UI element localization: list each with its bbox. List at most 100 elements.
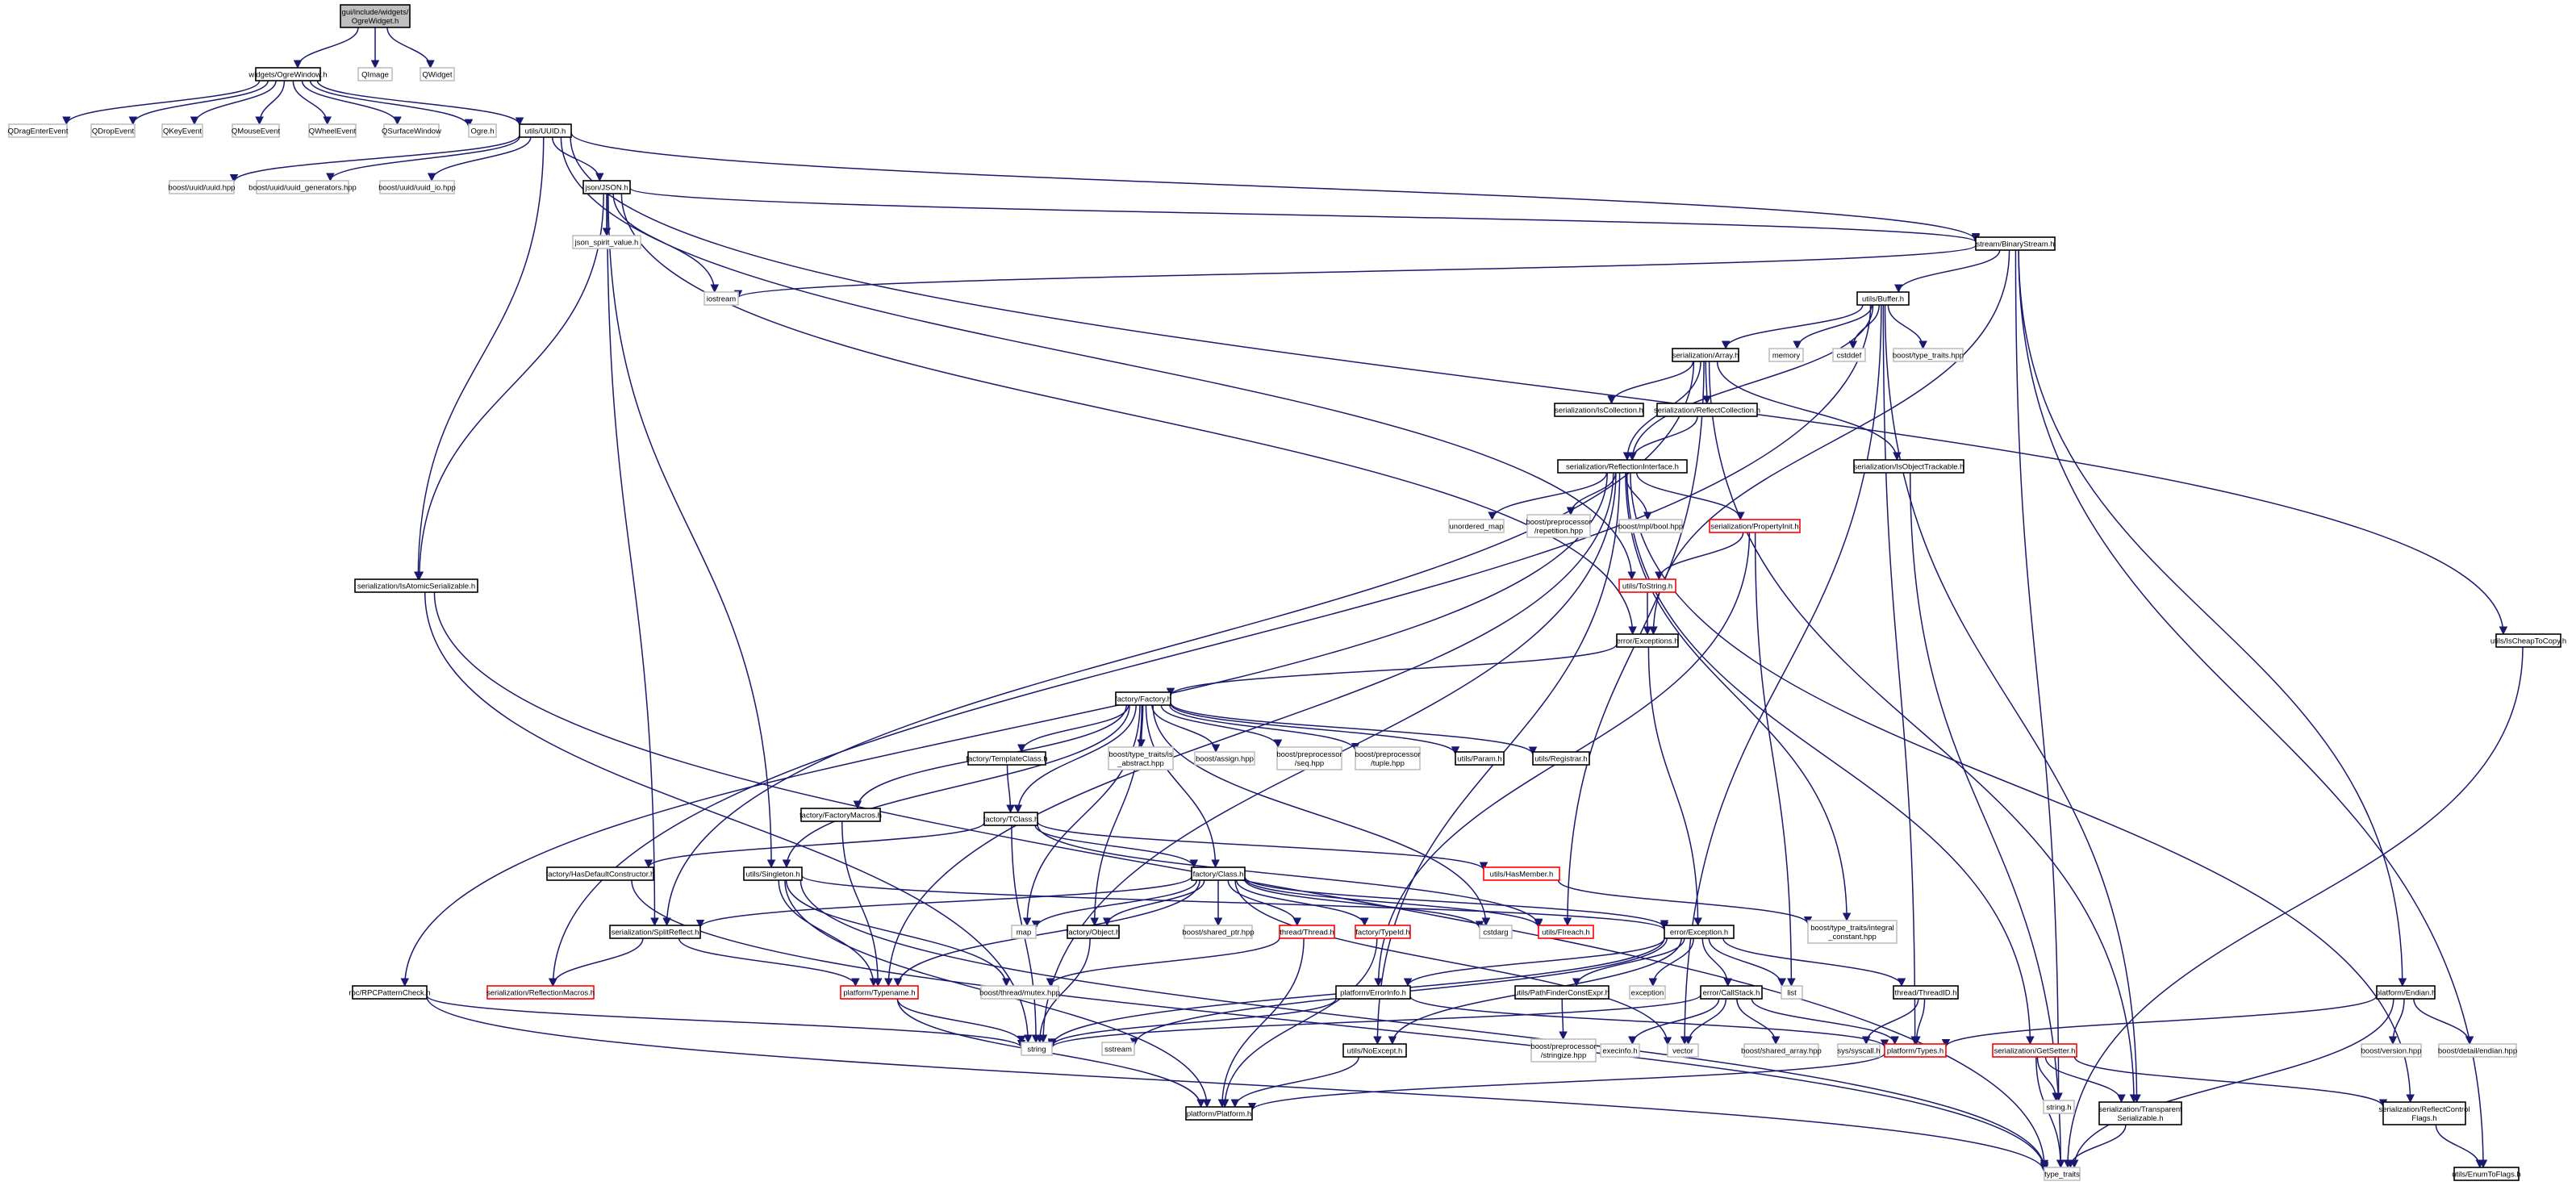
node-qwidget[interactable]: QWidget — [420, 67, 455, 81]
node-reflmacros[interactable]: serialization/ReflectionMacros.h — [486, 985, 595, 1000]
node-qsurface[interactable]: QSurfaceWindow — [382, 123, 441, 138]
node-bppseq[interactable]: boost/preprocessor/seq.hpp — [1276, 746, 1342, 770]
node-box — [2376, 985, 2436, 1000]
node-map[interactable]: map — [1011, 925, 1037, 939]
node-fobject[interactable]: factory/Object.h — [1067, 925, 1121, 939]
edge-binstream-to-errexc — [1649, 249, 2010, 636]
node-qkey[interactable]: QKeyEvent — [161, 123, 203, 138]
node-bsharedarray[interactable]: boost/shared_array.hpp — [1741, 1043, 1822, 1058]
node-getset[interactable]: serialization/GetSetter.h — [1992, 1043, 2077, 1058]
node-hasmember[interactable]: utils/HasMember.h — [1483, 866, 1560, 881]
node-syscall[interactable]: sys/syscall.h — [1837, 1043, 1881, 1058]
node-factory[interactable]: factory/Factory.h — [1115, 691, 1171, 706]
node-unorderedmap[interactable]: unordered_map — [1448, 519, 1505, 533]
node-qwheel[interactable]: QWheelEvent — [308, 123, 357, 138]
node-typename[interactable]: platform/Typename.h — [840, 985, 919, 1000]
node-noexcept[interactable]: utils/NoExcept.h — [1342, 1043, 1407, 1058]
node-bpprepeat[interactable]: boost/preprocessor/repetition.hpp — [1526, 514, 1592, 538]
node-sstream[interactable]: sstream — [1101, 1042, 1135, 1056]
node-bassign[interactable]: boost/assign.hpp — [1194, 751, 1255, 766]
node-templclass[interactable]: factory/TemplateClass.h — [966, 751, 1048, 766]
node-box — [1600, 1043, 1640, 1058]
node-cstdarg[interactable]: cstdarg — [1479, 925, 1513, 939]
node-box — [840, 985, 919, 1000]
node-tostring[interactable]: utils/ToString.h — [1618, 578, 1676, 593]
node-list[interactable]: list — [1781, 985, 1803, 1000]
node-uuid[interactable]: utils/UUID.h — [519, 123, 572, 138]
node-label: factory/HasDefaultConstructor.h — [546, 871, 655, 879]
node-srefliface[interactable]: serialization/ReflectionInterface.h — [1557, 459, 1688, 474]
node-string[interactable]: string — [1021, 1042, 1053, 1056]
node-btypetraits[interactable]: boost/type_traits.hpp — [1893, 348, 1964, 362]
node-tclass[interactable]: factory/TClass.h — [983, 812, 1039, 826]
node-binstream[interactable]: stream/BinaryStream.h — [1975, 236, 2056, 251]
node-buuid[interactable]: boost/uuid/uuid.hpp — [169, 180, 236, 194]
node-threadid[interactable]: thread/ThreadID.h — [1893, 985, 1959, 1000]
node-box — [1108, 746, 1174, 770]
node-ischeap[interactable]: utils/IsCheapToCopy.h — [2490, 633, 2566, 648]
node-vector[interactable]: vector — [1667, 1043, 1699, 1058]
node-exception[interactable]: exception — [1629, 985, 1666, 1000]
node-bpptuple[interactable]: boost/preprocessor/tuple.hpp — [1355, 746, 1421, 770]
node-execinfo[interactable]: execinfo.h — [1600, 1043, 1640, 1058]
node-errexc[interactable]: error/Exceptions.h — [1616, 633, 1679, 648]
node-qdrop[interactable]: QDropEvent — [90, 123, 136, 138]
node-errno[interactable]: platform/ErrorInfo.h — [1335, 985, 1411, 1000]
edge-binstream-to-stringh — [2014, 249, 2063, 1102]
node-bendian[interactable]: boost/detail/endian.hpp — [2438, 1043, 2517, 1058]
node-jsonspirit[interactable]: json_spirit_value.h — [572, 235, 641, 249]
node-cstddef[interactable]: cstddef — [1832, 348, 1866, 362]
node-buuidgen[interactable]: boost/uuid/uuid_generators.hpp — [248, 180, 357, 194]
node-param[interactable]: utils/Param.h — [1455, 751, 1505, 766]
node-qmouse[interactable]: QMouseEvent — [232, 123, 281, 138]
node-spropinit[interactable]: serialization/PropertyInit.h — [1709, 519, 1801, 533]
node-stringh[interactable]: string.h — [2043, 1100, 2075, 1114]
node-typetraits[interactable]: type_traits — [2044, 1167, 2081, 1181]
node-sobjtrack[interactable]: serialization/IsObjectTrackable.h — [1853, 459, 1964, 474]
node-bppstringize[interactable]: boost/preprocessor/stringize.hpp — [1530, 1038, 1597, 1063]
node-qdragenter[interactable]: QDragEnterEvent — [8, 123, 69, 138]
node-buffer[interactable]: utils/Buffer.h — [1856, 291, 1910, 306]
node-box — [468, 123, 497, 138]
node-bthreadmutex[interactable]: boost/thread/mutex.hpp — [979, 985, 1060, 1000]
node-btypeintegral[interactable]: boost/type_traits/integral_constant.hpp — [1807, 920, 1898, 944]
node-ptypes[interactable]: platform/Types.h — [1884, 1043, 1947, 1058]
node-sarray[interactable]: serialization/Array.h — [1672, 348, 1739, 362]
node-enumtoflags[interactable]: utils/EnumToFlags.h — [2452, 1167, 2521, 1181]
node-buuidio[interactable]: boost/uuid/uuid_io.hpp — [378, 180, 456, 194]
node-btypeabs[interactable]: boost/type_traits/is_abstract.hpp — [1108, 746, 1174, 770]
node-hasdefctor[interactable]: factory/HasDefaultConstructor.h — [546, 866, 655, 881]
node-ogrewin[interactable]: widgets/OgreWindow.h — [248, 67, 328, 81]
edge-satomic-to-string — [424, 591, 1033, 1044]
node-siscoll[interactable]: serialization/IsCollection.h — [1554, 403, 1644, 417]
node-rpcpattern[interactable]: rpc/RPCPatternCheck.h — [349, 985, 431, 1000]
node-qimage[interactable]: QImage — [357, 67, 393, 81]
node-gui[interactable]: gui/include/widgets/OgreWidget.h — [340, 4, 411, 28]
node-sreflcoll[interactable]: serialization/ReflectCollection.h — [1654, 403, 1760, 417]
node-platform[interactable]: platform/Platform.h — [1185, 1106, 1253, 1121]
node-thread[interactable]: thread/Thread.h — [1279, 925, 1335, 939]
node-ogreh[interactable]: Ogre.h — [468, 123, 497, 138]
node-fireach[interactable]: utils/FIreach.h — [1538, 925, 1594, 939]
node-pathfinder[interactable]: utils/PathFinderConstExpr.h — [1514, 985, 1609, 1000]
node-satomic[interactable]: serialization/IsAtomicSerializable.h — [354, 578, 478, 593]
node-pendian[interactable]: platform/Endian.h — [2376, 985, 2436, 1000]
node-splitrefl[interactable]: serialization/SplitReflect.h — [609, 925, 701, 939]
node-bmplbool[interactable]: boost/mpl/bool.hpp — [1618, 519, 1683, 533]
edge-ogrewin-to-ogreh — [309, 80, 474, 128]
node-bsharedptr[interactable]: boost/shared_ptr.hpp — [1182, 925, 1255, 939]
node-errexception[interactable]: error/Exception.h — [1664, 925, 1735, 939]
node-registrar[interactable]: utils/Registrar.h — [1532, 751, 1590, 766]
node-memory[interactable]: memory — [1768, 348, 1804, 362]
node-label: string.h — [2046, 1104, 2071, 1113]
node-ftypeid[interactable]: factory/TypeId.h — [1355, 925, 1411, 939]
node-callstack[interactable]: error/CallStack.h — [1700, 985, 1763, 1000]
node-fclass[interactable]: factory/Class.h — [1191, 866, 1246, 881]
node-factmacros[interactable]: factory/FactoryMacros.h — [800, 808, 882, 822]
node-singleton[interactable]: utils/Singleton.h — [743, 866, 803, 881]
node-json[interactable]: json/JSON.h — [582, 180, 631, 194]
node-iostream[interactable]: iostream — [703, 291, 739, 306]
node-bversion[interactable]: boost/version.hpp — [2361, 1043, 2422, 1058]
